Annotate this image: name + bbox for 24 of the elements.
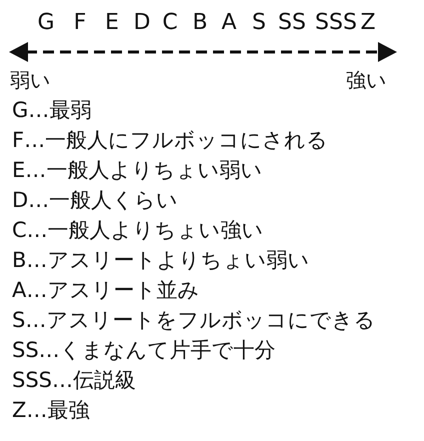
- scale-grade-letter: S: [252, 12, 266, 34]
- scale-grade-letter: SSS: [315, 12, 357, 34]
- grade-description: B…アスリートよりちょい弱い: [12, 250, 310, 271]
- scale-grade-letter: Z: [360, 12, 376, 34]
- grade-description: Z…最強: [12, 400, 90, 421]
- strong-end-label: 強い: [346, 70, 386, 90]
- grade-description: G…最弱: [12, 100, 92, 121]
- grade-description: E…一般人よりちょい弱い: [12, 160, 262, 181]
- grade-description: A…アスリート並み: [12, 280, 200, 301]
- grade-description: C…一般人よりちょい強い: [12, 220, 264, 241]
- weak-end-label: 弱い: [10, 70, 50, 90]
- scale-grade-letter: B: [192, 12, 208, 34]
- scale-grade-letter: A: [221, 12, 237, 34]
- scale-grade-letter: F: [74, 12, 86, 34]
- scale-grade-letter: C: [162, 12, 178, 34]
- grade-description: SSS…伝説級: [12, 370, 136, 391]
- grade-description: F…一般人にフルボッコにされる: [12, 130, 328, 151]
- scale-grade-letter: D: [134, 12, 150, 34]
- scale-grade-letter: E: [105, 12, 119, 34]
- scale-grade-letter: G: [37, 12, 55, 34]
- scale-grade-letter: SS: [278, 12, 306, 34]
- grade-description: SS…くまなんて片手で十分: [12, 340, 276, 361]
- grade-description: D…一般人くらい: [12, 190, 178, 211]
- grade-description: S…アスリートをフルボッコにできる: [12, 310, 376, 331]
